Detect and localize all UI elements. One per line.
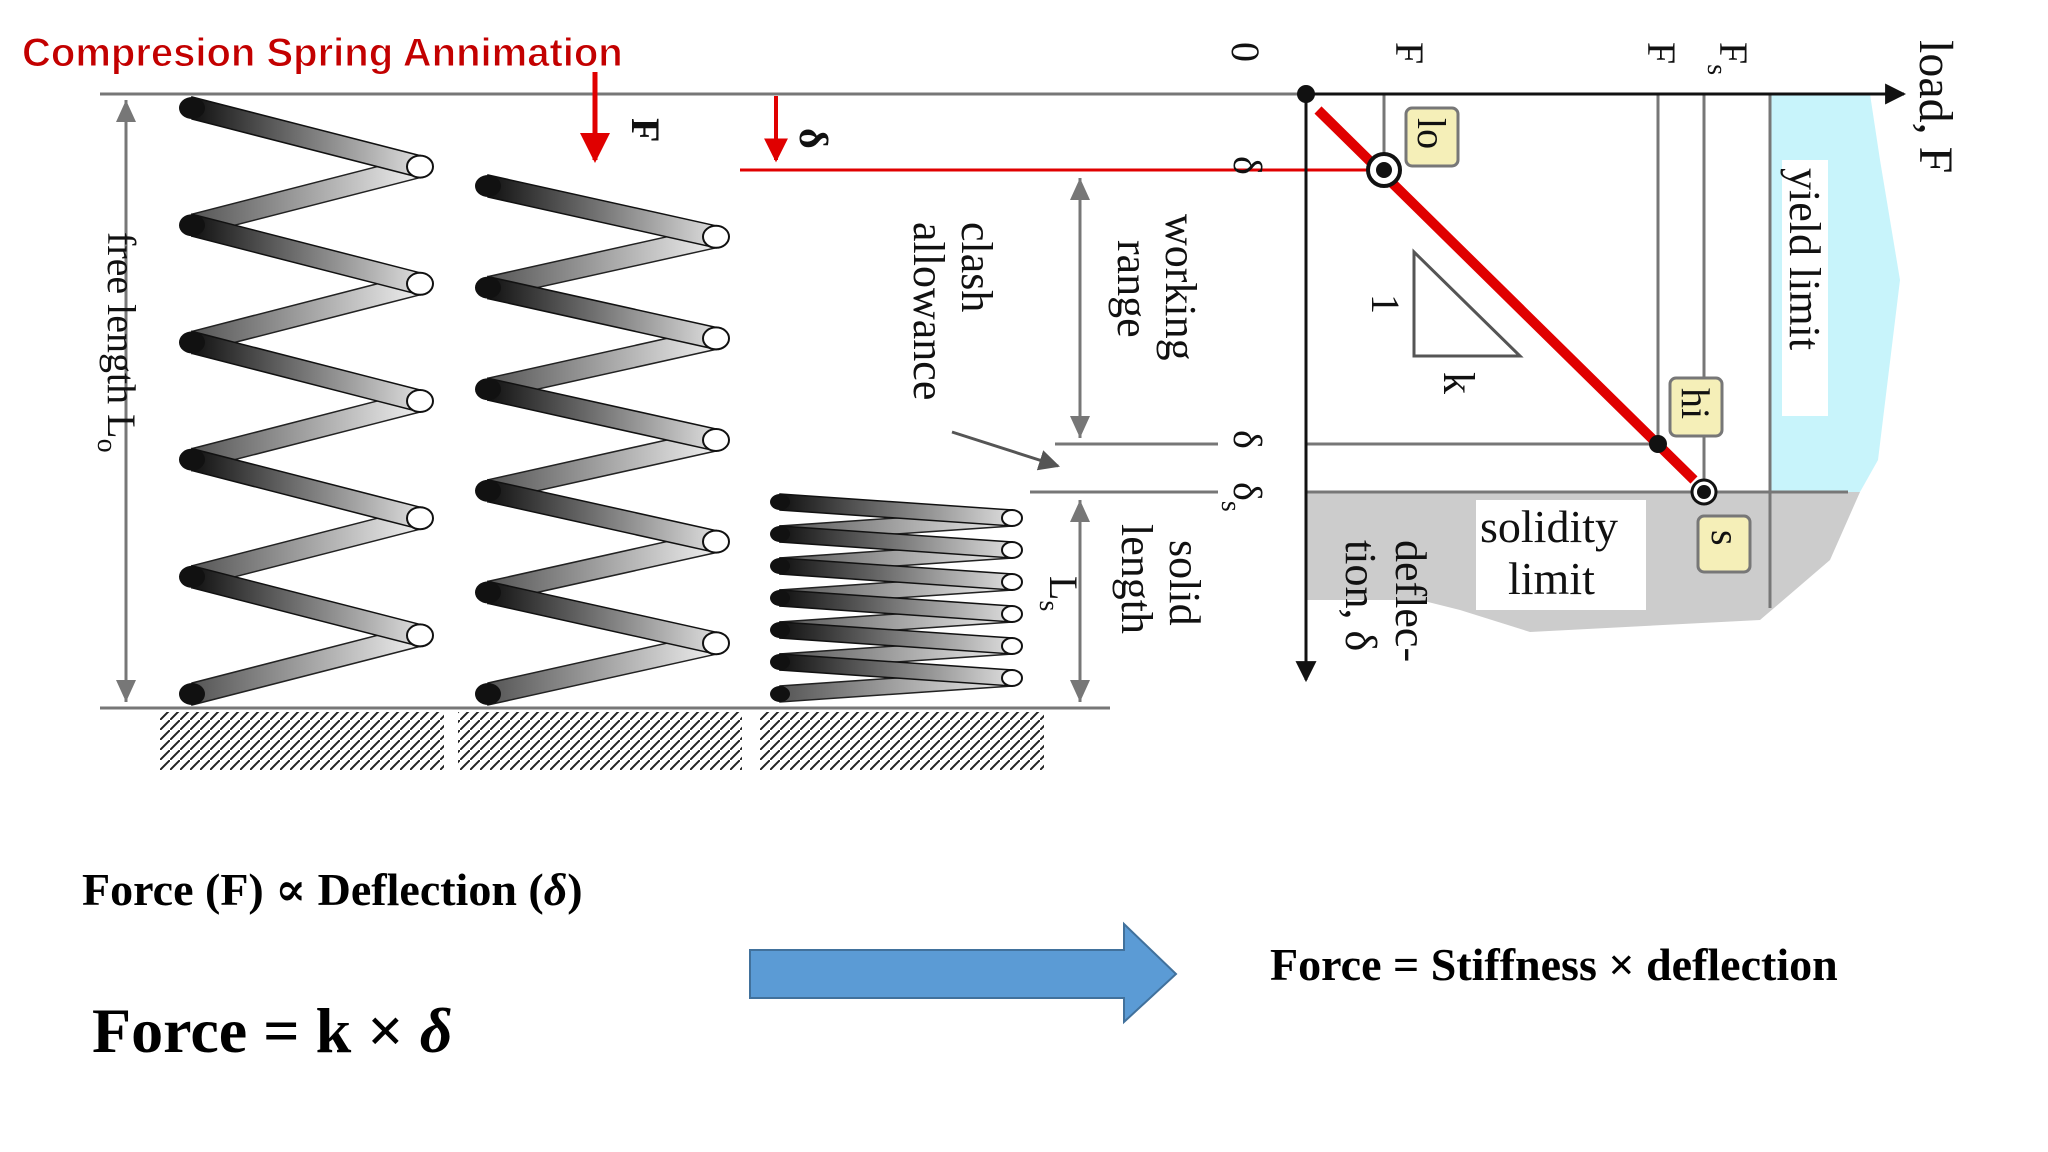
coil-left-cap <box>179 97 205 119</box>
free-length-label: free length Lo <box>91 232 144 453</box>
coil-right-cap <box>406 389 434 413</box>
hi-point <box>1649 435 1667 453</box>
coil-left-cap <box>179 331 205 354</box>
hi-box <box>1668 376 1724 438</box>
hooke-formula: Force = k × δ <box>92 995 453 1066</box>
coil-left-cap <box>770 622 790 638</box>
slope-one-label: 1 <box>1363 294 1408 314</box>
coil-bottom-cap <box>475 683 501 705</box>
coil-right-cap <box>1001 541 1023 559</box>
coil-left-cap <box>770 590 790 606</box>
coil-left-cap <box>770 558 790 574</box>
hi-box-label: hi <box>1673 388 1718 419</box>
coil-right-cap <box>1001 573 1023 591</box>
coil-bottom-cap <box>770 686 790 702</box>
lo-box <box>1404 106 1460 168</box>
solid-symbol: Ls <box>1033 576 1086 611</box>
axis-F-s-label: Fs <box>1701 42 1756 75</box>
coil-right-cap <box>406 271 434 296</box>
axis-F-lo-label: F <box>1387 42 1432 64</box>
spring-loaded <box>475 174 730 706</box>
coil-right-cap <box>1001 509 1023 527</box>
coil-right-cap <box>406 154 434 179</box>
yield-limit-label: yield limit <box>1780 168 1829 350</box>
coil-right-cap <box>702 529 730 554</box>
solid-point-dot <box>1697 485 1711 499</box>
coil-right-cap <box>702 326 730 351</box>
right-arrow <box>749 921 1178 1025</box>
coil-left-cap <box>179 448 205 471</box>
delta-hi-label: δ <box>1225 430 1270 449</box>
coil-right-cap <box>406 506 434 531</box>
coil-left-cap <box>475 581 501 604</box>
coil-front-strand <box>487 580 717 656</box>
coil-front-strand <box>191 213 421 296</box>
stiffness-formula: Force = Stiffness × deflection <box>1270 939 1838 990</box>
slope-triangle <box>1412 248 1524 358</box>
coil-front-strand <box>191 564 421 648</box>
axis-deflection-label-1: deflec- <box>1386 540 1435 662</box>
coil-left-cap <box>770 494 790 510</box>
ground-hatch-1 <box>160 712 444 770</box>
slope-k-label: k <box>1434 372 1483 394</box>
clash-label-1: clash <box>952 222 1001 312</box>
coil-right-cap <box>406 623 434 648</box>
solid-length-label-1: solid <box>1160 540 1209 626</box>
proportionality-formula: Force (F) ∝ Deflection (δ) <box>82 864 583 915</box>
working-range-label-1: working <box>1156 214 1205 361</box>
clash-label-2: allowance <box>904 222 953 400</box>
operating-point <box>1376 162 1392 178</box>
working-range-label-2: range <box>1108 240 1157 338</box>
coil-right-cap <box>702 631 730 656</box>
origin-point <box>1297 85 1315 103</box>
coil-front-strand <box>487 174 717 249</box>
coil-right-cap <box>1001 669 1023 687</box>
coil-left-cap <box>475 276 501 299</box>
delta-lo-label: δ <box>1225 156 1270 175</box>
solidity-limit-label-2: limit <box>1508 553 1595 604</box>
s-box-label: s <box>1703 530 1748 546</box>
spring-solid <box>770 493 1023 703</box>
axis-load-label: load, F <box>1909 40 1962 173</box>
coil-front-strand <box>487 275 717 351</box>
axis-zero-label: 0 <box>1223 42 1268 62</box>
coil-left-cap <box>475 175 501 197</box>
axis-deflection-label-2: tion, δ <box>1336 540 1385 651</box>
coil-front-strand <box>487 478 717 554</box>
coil-right-cap <box>1001 637 1023 655</box>
axis-F-hi-label: F <box>1639 42 1684 64</box>
coil-left-cap <box>770 654 790 670</box>
coil-right-cap <box>1001 605 1023 623</box>
clash-pointer-arrow <box>951 430 1060 471</box>
coil-left-cap <box>179 214 205 237</box>
diagram-title: Compresion Spring Annimation <box>22 31 623 75</box>
coil-left-cap <box>475 479 501 502</box>
coil-front-strand <box>191 96 421 179</box>
coil-left-cap <box>475 378 501 401</box>
coil-right-cap <box>702 428 730 452</box>
coil-left-cap <box>770 526 790 542</box>
ground-hatch-3 <box>760 712 1044 770</box>
delta-label: δ <box>791 128 836 149</box>
coil-front-strand <box>191 330 421 413</box>
delta-s-label: δs <box>1215 482 1270 512</box>
force-label: F <box>623 118 668 142</box>
coil-right-cap <box>702 224 730 249</box>
lo-box-label: lo <box>1409 118 1454 149</box>
solidity-limit-label-1: solidity <box>1480 501 1618 552</box>
s-box <box>1696 514 1752 574</box>
solid-length-label-2: length <box>1112 524 1161 634</box>
coil-left-cap <box>179 565 205 588</box>
coil-front-strand <box>487 377 717 452</box>
ground-hatch-2 <box>458 712 742 770</box>
spring-free <box>179 96 434 706</box>
coil-bottom-cap <box>179 683 205 705</box>
coil-front-strand <box>191 447 421 531</box>
